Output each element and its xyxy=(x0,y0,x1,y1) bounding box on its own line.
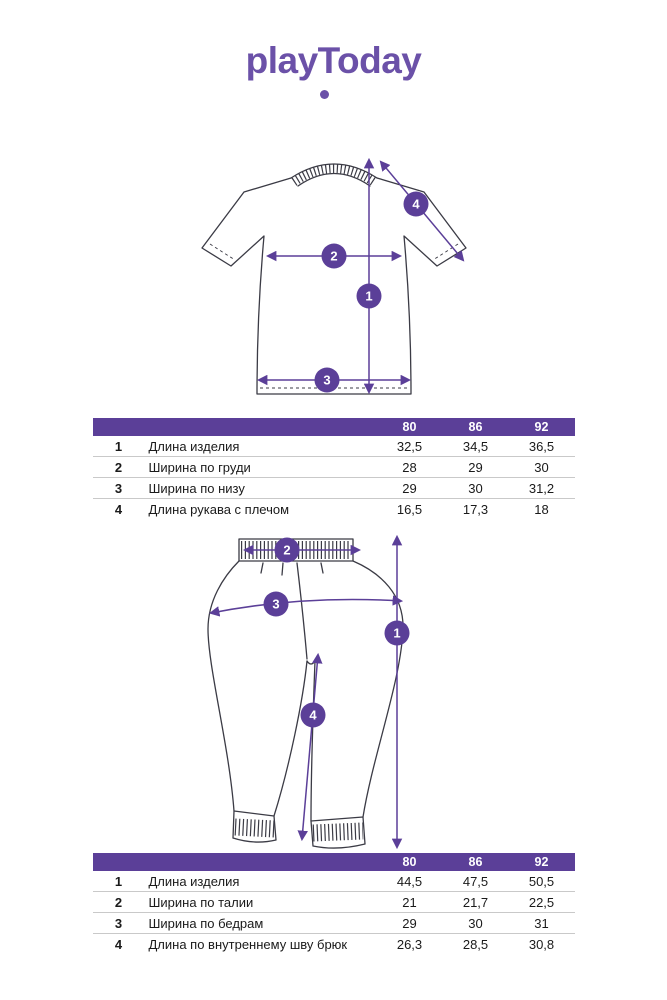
tshirt-marker-3: 3 xyxy=(314,367,339,393)
row-value: 17,3 xyxy=(462,501,489,517)
tshirt-size-table: 80 86 92 1 Длина изделия 32,5 34,5 36,5 … xyxy=(92,418,575,519)
row-label: Длина изделия xyxy=(148,873,240,889)
row-number: 4 xyxy=(114,936,123,952)
pants-measure-inseam xyxy=(296,652,323,842)
row-label: Ширина по талии xyxy=(148,894,254,910)
pants-right-cuff-ribbing xyxy=(312,822,363,842)
row-value: 21,7 xyxy=(462,894,489,910)
tshirt-collar-inner xyxy=(296,172,371,187)
row-label: Длина рукава с плечом xyxy=(148,501,290,517)
table-row: 3 Ширина по бедрам 29 30 31 xyxy=(92,913,575,934)
svg-text:1: 1 xyxy=(365,289,372,304)
svg-text:2: 2 xyxy=(330,249,337,264)
table-row: 1 Длина изделия 32,5 34,5 36,5 xyxy=(92,436,575,457)
row-label: Длина по внутреннему шву брюк xyxy=(148,936,348,952)
row-number: 2 xyxy=(114,894,123,910)
table-row: 1 Длина изделия 44,5 47,5 50,5 xyxy=(92,871,575,892)
size-column-header: 86 xyxy=(468,420,483,434)
row-value: 36,5 xyxy=(528,438,555,454)
tshirt-marker-2: 2 xyxy=(321,243,346,269)
row-value: 26,3 xyxy=(396,936,423,952)
pants-table-header: 80 86 92 xyxy=(92,853,575,871)
table-row: 2 Ширина по талии 21 21,7 22,5 xyxy=(92,892,575,913)
pants-right-cuff xyxy=(309,816,366,849)
svg-text:1: 1 xyxy=(393,626,400,641)
pants-marker-2: 2 xyxy=(274,537,299,563)
table-row: 4 Длина рукава с плечом 16,5 17,3 18 xyxy=(93,499,575,519)
row-value: 29 xyxy=(402,915,417,931)
pants-left-inner xyxy=(272,660,308,817)
row-value: 28,5 xyxy=(462,936,489,952)
brand-header: playToday xyxy=(0,0,667,100)
row-value: 50,5 xyxy=(528,873,555,889)
pants-measure-hips xyxy=(208,595,403,617)
row-value: 31,2 xyxy=(528,480,555,496)
row-value: 28 xyxy=(402,459,417,475)
row-number: 3 xyxy=(114,915,123,931)
pants-front-rise-seam xyxy=(295,562,308,660)
tshirt-left-sleeve-stitch xyxy=(209,243,235,261)
tshirt-marker-4: 4 xyxy=(403,191,428,217)
table-row: 2 Ширина по груди 28 29 30 xyxy=(92,457,575,478)
size-column-header: 80 xyxy=(402,855,417,869)
row-value: 18 xyxy=(534,501,549,517)
svg-text:4: 4 xyxy=(309,708,317,723)
row-value: 47,5 xyxy=(462,873,489,889)
logo-dot-icon xyxy=(319,90,329,99)
pants-marker-3: 3 xyxy=(263,591,288,617)
tshirt-figure: 2 1 3 4 xyxy=(0,144,667,404)
pants-gather-lines xyxy=(259,562,324,576)
pants-left-cuff xyxy=(231,810,277,843)
svg-text:3: 3 xyxy=(272,597,279,612)
pants-crotch xyxy=(305,660,316,665)
row-value: 29 xyxy=(468,459,483,475)
pants-left-outer xyxy=(206,560,240,812)
pants-marker-1: 1 xyxy=(384,620,409,646)
row-label: Ширина по бедрам xyxy=(148,915,264,931)
tshirt-right-sleeve-stitch xyxy=(432,243,458,261)
pants-figure: 2 3 1 4 xyxy=(0,533,667,851)
row-number: 1 xyxy=(114,873,123,889)
brand-logo: playToday xyxy=(245,40,422,81)
size-column-header: 80 xyxy=(402,420,417,434)
row-value: 31 xyxy=(534,915,549,931)
row-value: 22,5 xyxy=(528,894,555,910)
row-value: 30 xyxy=(534,459,549,475)
row-number: 2 xyxy=(114,459,123,475)
svg-text:2: 2 xyxy=(283,543,290,558)
row-value: 21 xyxy=(402,894,417,910)
tshirt-table-header: 80 86 92 xyxy=(92,418,575,436)
row-number: 4 xyxy=(114,501,123,517)
svg-text:3: 3 xyxy=(323,373,330,388)
tshirt-line-drawing: 2 1 3 4 xyxy=(200,157,467,395)
row-label: Ширина по низу xyxy=(148,480,245,496)
pants-left-cuff-ribbing xyxy=(234,818,275,838)
row-label: Длина изделия xyxy=(148,438,240,454)
row-value: 44,5 xyxy=(396,873,423,889)
tshirt-marker-1: 1 xyxy=(356,283,381,309)
table-row: 3 Ширина по низу 29 30 31,2 xyxy=(92,478,575,499)
row-value: 29 xyxy=(402,480,417,496)
size-column-header: 92 xyxy=(534,420,549,434)
row-number: 1 xyxy=(114,438,123,454)
table-row: 4 Длина по внутреннему шву брюк 26,3 28,… xyxy=(93,934,575,954)
row-value: 16,5 xyxy=(396,501,423,517)
row-value: 30 xyxy=(468,915,483,931)
size-column-header: 86 xyxy=(468,855,483,869)
pants-right-inner xyxy=(309,660,316,822)
row-value: 30 xyxy=(468,480,483,496)
pants-marker-4: 4 xyxy=(300,702,325,728)
row-label: Ширина по груди xyxy=(148,459,251,475)
svg-text:4: 4 xyxy=(412,197,420,212)
row-value: 34,5 xyxy=(462,438,489,454)
size-column-header: 92 xyxy=(534,855,549,869)
pants-size-table: 80 86 92 1 Длина изделия 44,5 47,5 50,5 … xyxy=(92,853,575,954)
pants-line-drawing: 2 3 1 4 xyxy=(206,534,409,850)
row-value: 32,5 xyxy=(396,438,423,454)
row-value: 30,8 xyxy=(528,936,555,952)
row-number: 3 xyxy=(114,480,123,496)
